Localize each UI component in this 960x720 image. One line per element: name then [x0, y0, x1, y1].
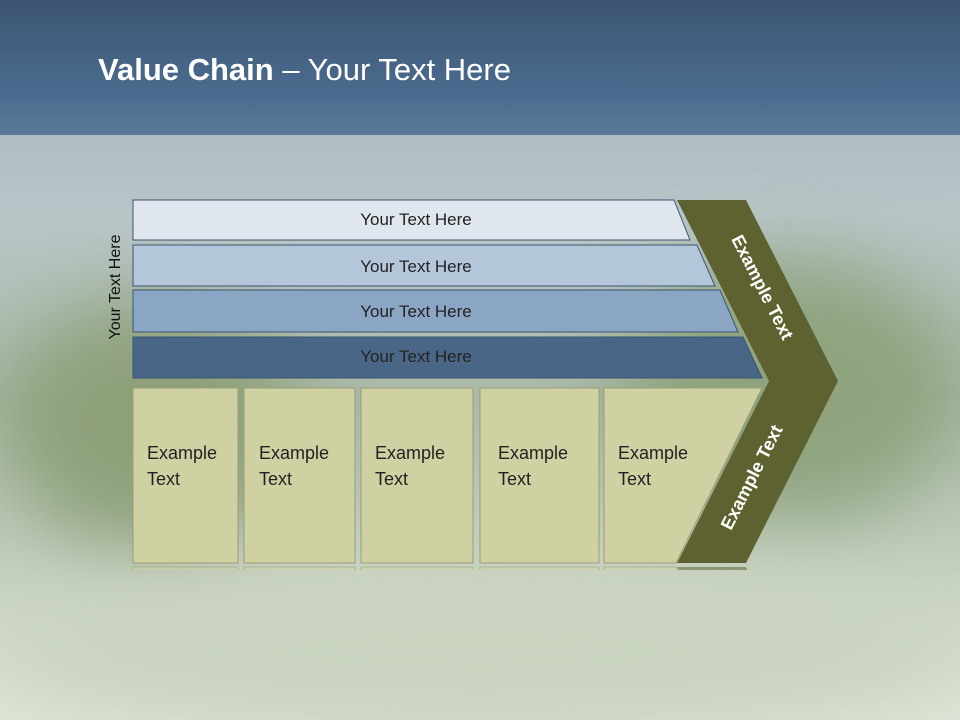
cell-2[interactable]: [243, 387, 356, 564]
chevron-group: Example Text Example Text: [677, 200, 838, 563]
row-2-shape[interactable]: [132, 244, 716, 287]
cell-3-line2: Text: [375, 469, 408, 489]
cell-5[interactable]: [603, 387, 763, 564]
cell-1-line1: Example: [147, 443, 217, 463]
cell-5-line2: Text: [618, 469, 651, 489]
cell-5-line1: Example: [618, 443, 688, 463]
title-rest: – Your Text Here: [273, 52, 511, 87]
row-3-shape[interactable]: [132, 289, 739, 333]
title-bold: Value Chain: [98, 52, 274, 87]
cell-1-line2: Text: [147, 469, 180, 489]
slide-title: Value Chain – Your Text Here: [98, 52, 511, 88]
row-2-label: Your Text Here: [360, 257, 472, 276]
header-band: [0, 0, 960, 135]
row-1-label: Your Text Here: [360, 210, 472, 229]
row-4-label: Your Text Here: [360, 347, 472, 366]
cell-group: Example Text Example Text Example Text E…: [132, 387, 763, 564]
cell-4[interactable]: [479, 387, 600, 564]
cell-4-line2: Text: [498, 469, 531, 489]
cell-3[interactable]: [360, 387, 474, 564]
row-group: Your Text Here Your Text Here Your Text …: [132, 199, 763, 379]
row-4-shape[interactable]: [132, 336, 763, 379]
row-3-label: Your Text Here: [360, 302, 472, 321]
row-1-shape[interactable]: [132, 199, 691, 241]
cell-2-line1: Example: [259, 443, 329, 463]
reflection: [132, 566, 824, 720]
cell-4-line1: Example: [498, 443, 568, 463]
chevron-shape[interactable]: [677, 200, 838, 563]
cell-3-line1: Example: [375, 443, 445, 463]
cell-2-line2: Text: [259, 469, 292, 489]
cell-1[interactable]: [132, 387, 239, 564]
